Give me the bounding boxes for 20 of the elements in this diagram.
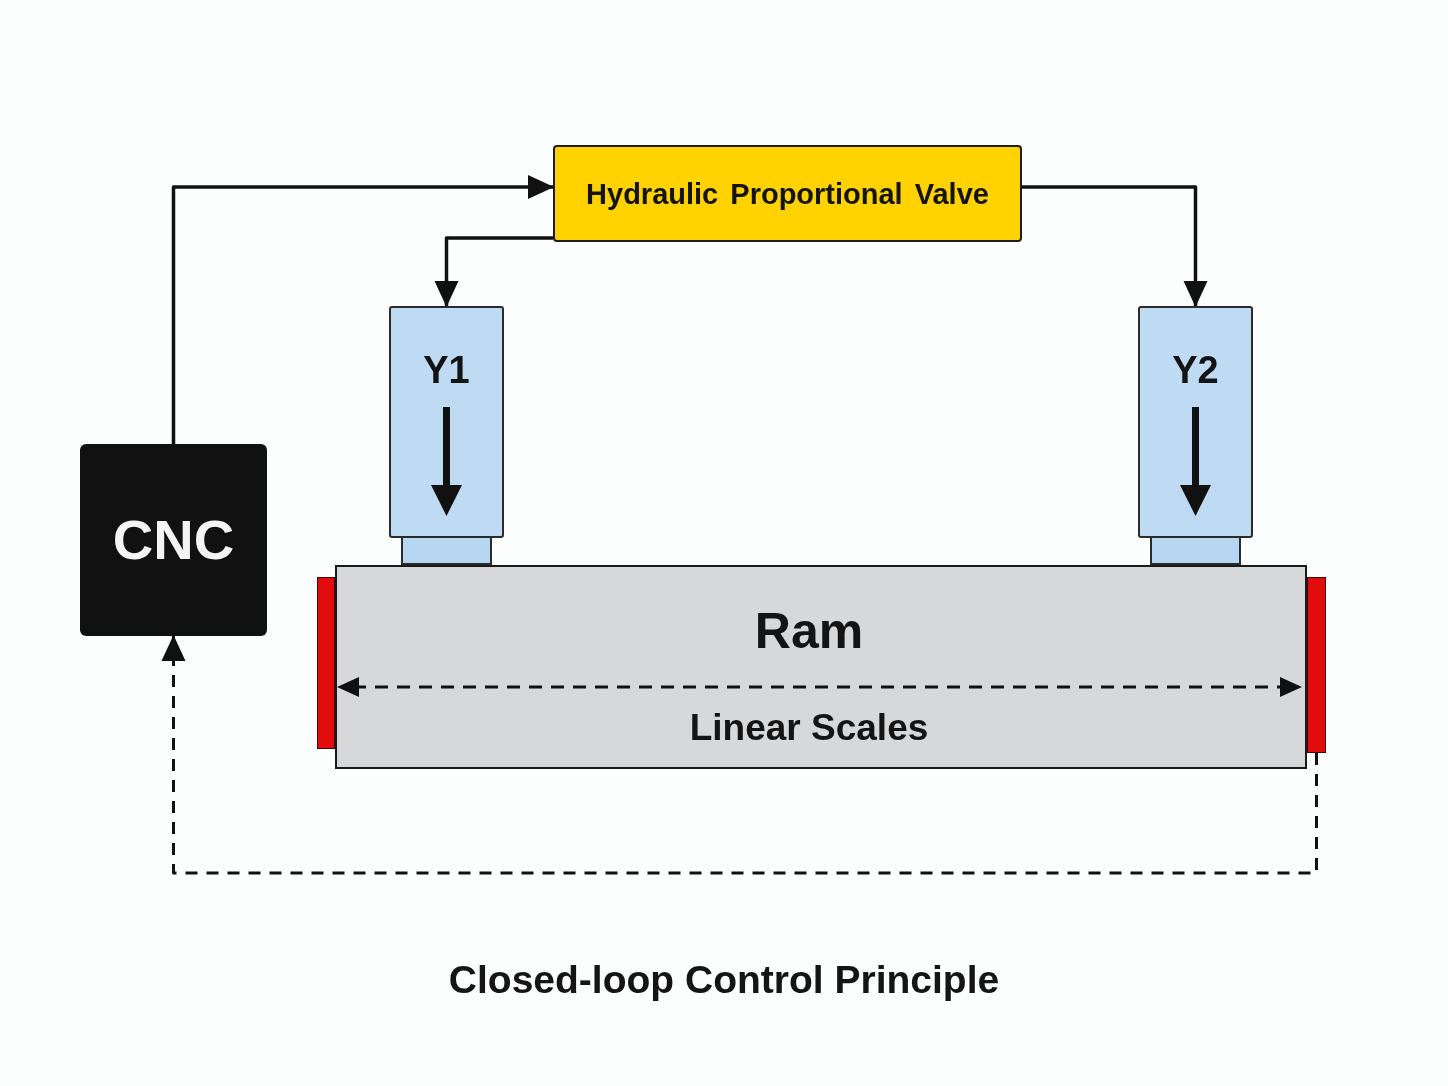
cylinder-label: Y2 bbox=[1172, 350, 1219, 390]
piston-block bbox=[1150, 538, 1241, 565]
arrow bbox=[171, 175, 554, 444]
controller-label: CNC bbox=[112, 510, 235, 570]
arrow bbox=[434, 236, 553, 307]
cylinder-label: Y1 bbox=[423, 350, 470, 390]
dashed-arrow bbox=[161, 635, 1318, 875]
scale-strip bbox=[317, 577, 335, 749]
scale-strip bbox=[1307, 577, 1326, 753]
valve-box bbox=[553, 145, 1022, 242]
ram-label: Ram bbox=[754, 605, 864, 657]
controller-box bbox=[80, 444, 267, 636]
valve-label: Hydraulic Proportional Valve bbox=[586, 176, 989, 212]
piston-block bbox=[401, 538, 492, 565]
scale-label: Linear Scales bbox=[689, 707, 929, 749]
arrow bbox=[1022, 185, 1208, 307]
caption: Closed-loop Control Principle bbox=[448, 957, 1000, 1003]
ram-box bbox=[335, 565, 1307, 769]
cylinder-box bbox=[389, 306, 504, 538]
cylinder-box bbox=[1138, 306, 1253, 538]
